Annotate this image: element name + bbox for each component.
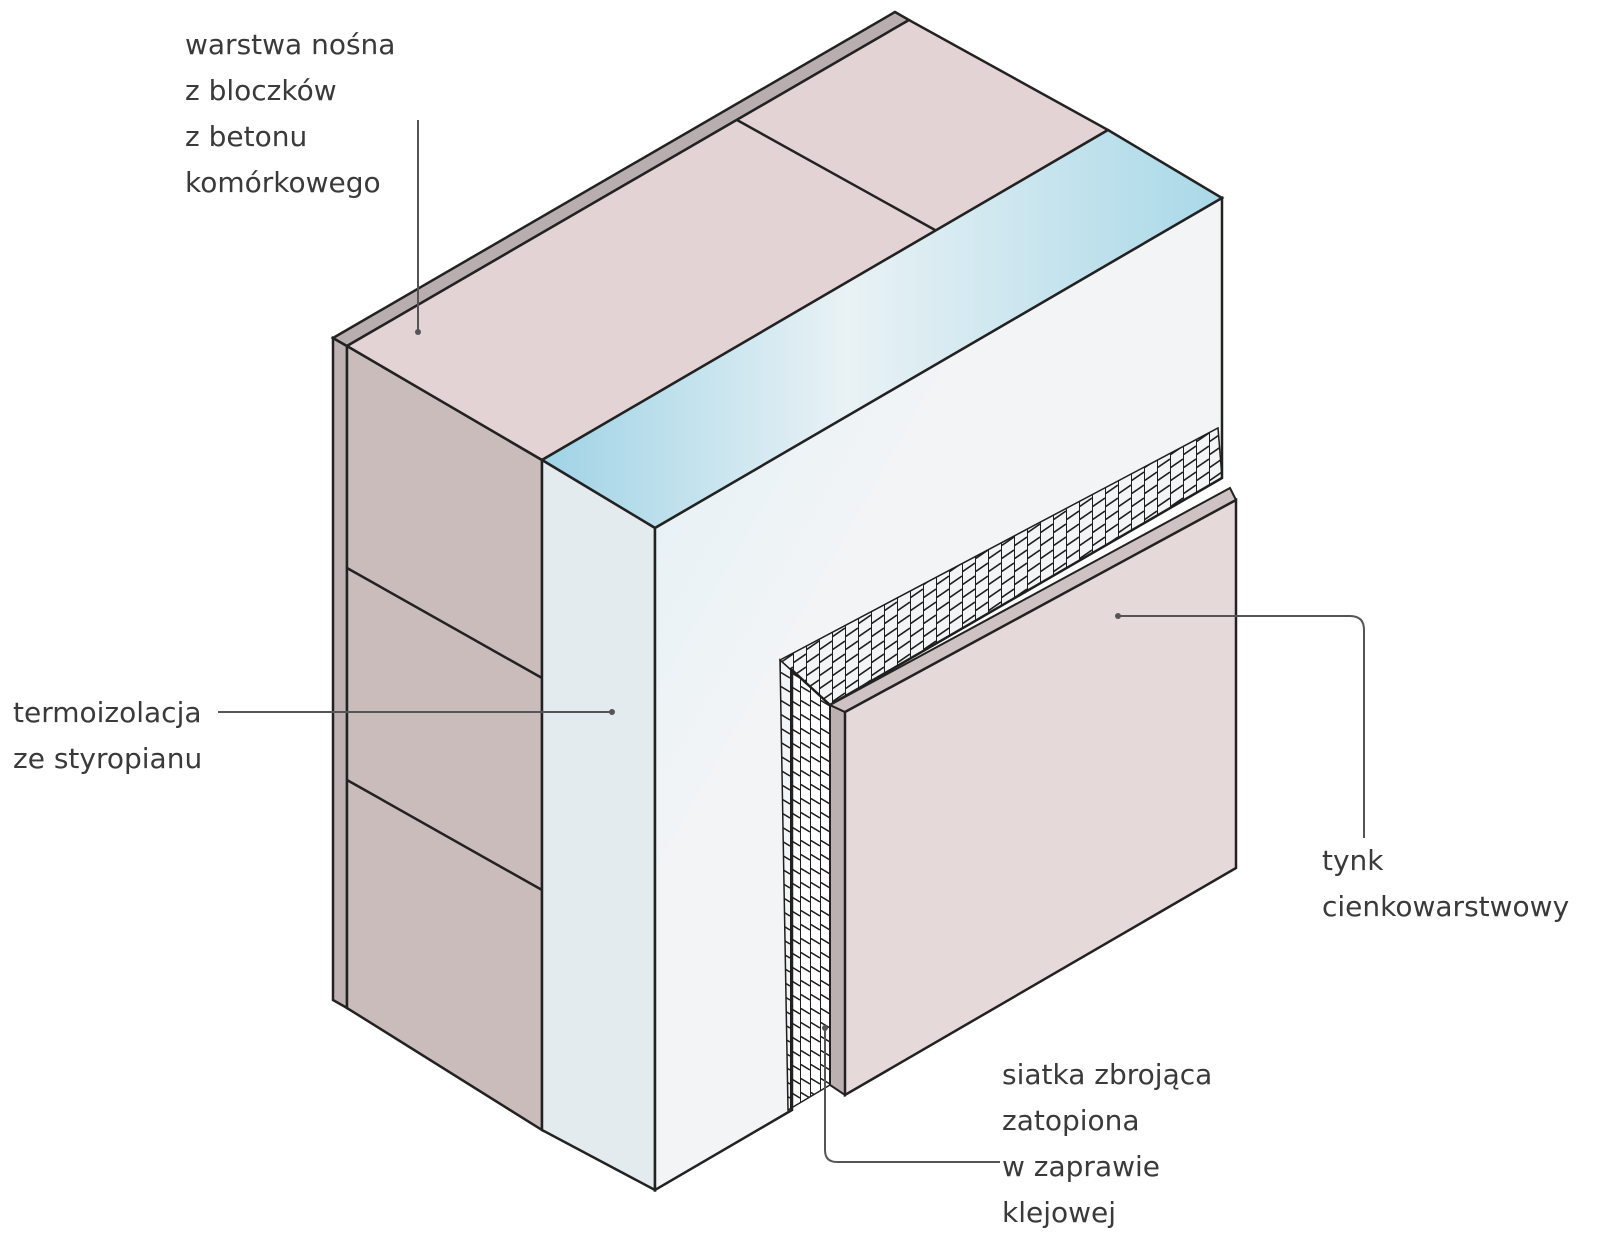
label-line: komórkowego bbox=[185, 166, 381, 199]
label-line: siatka zbrojąca bbox=[1002, 1058, 1213, 1091]
label-line: w zaprawie bbox=[1002, 1150, 1161, 1183]
label-line: zatopiona bbox=[1002, 1104, 1140, 1137]
label-line: tynk bbox=[1322, 844, 1384, 877]
block-joint-line bbox=[346, 566, 543, 680]
block-joint-line bbox=[736, 118, 936, 232]
label-plaster-layer: tynk cienkowarstwowy bbox=[1322, 838, 1569, 930]
label-line: termoizolacja bbox=[13, 696, 202, 729]
block-side-face bbox=[345, 343, 544, 1133]
label-line: cienkowarstwowy bbox=[1322, 890, 1570, 923]
leader-line-plaster bbox=[1118, 615, 1365, 838]
label-line: ze styropianu bbox=[13, 742, 203, 775]
leader-line-mesh bbox=[824, 1028, 1000, 1163]
label-line: klejowej bbox=[1002, 1196, 1117, 1229]
plaster-side-edge bbox=[829, 703, 846, 1097]
block-joint-line bbox=[346, 778, 543, 892]
leader-dot bbox=[1115, 613, 1121, 619]
label-load-bearing-layer: warstwa nośna z bloczków z betonu komórk… bbox=[185, 22, 395, 206]
label-line: z bloczków bbox=[185, 74, 337, 107]
label-insulation-layer: termoizolacja ze styropianu bbox=[13, 690, 202, 782]
plaster-front-face bbox=[843, 497, 1238, 1098]
leader-dot bbox=[609, 709, 615, 715]
label-line: warstwa nośna bbox=[185, 28, 396, 61]
leader-dot bbox=[415, 329, 421, 335]
block-edge-strip bbox=[331, 335, 349, 1011]
mesh-band-vertical bbox=[779, 658, 831, 1112]
leader-dot bbox=[822, 1025, 828, 1031]
styrofoam-side-face bbox=[540, 457, 657, 1193]
label-mesh-layer: siatka zbrojąca zatopiona w zaprawie kle… bbox=[1002, 1052, 1212, 1236]
label-line: z betonu bbox=[185, 120, 308, 153]
